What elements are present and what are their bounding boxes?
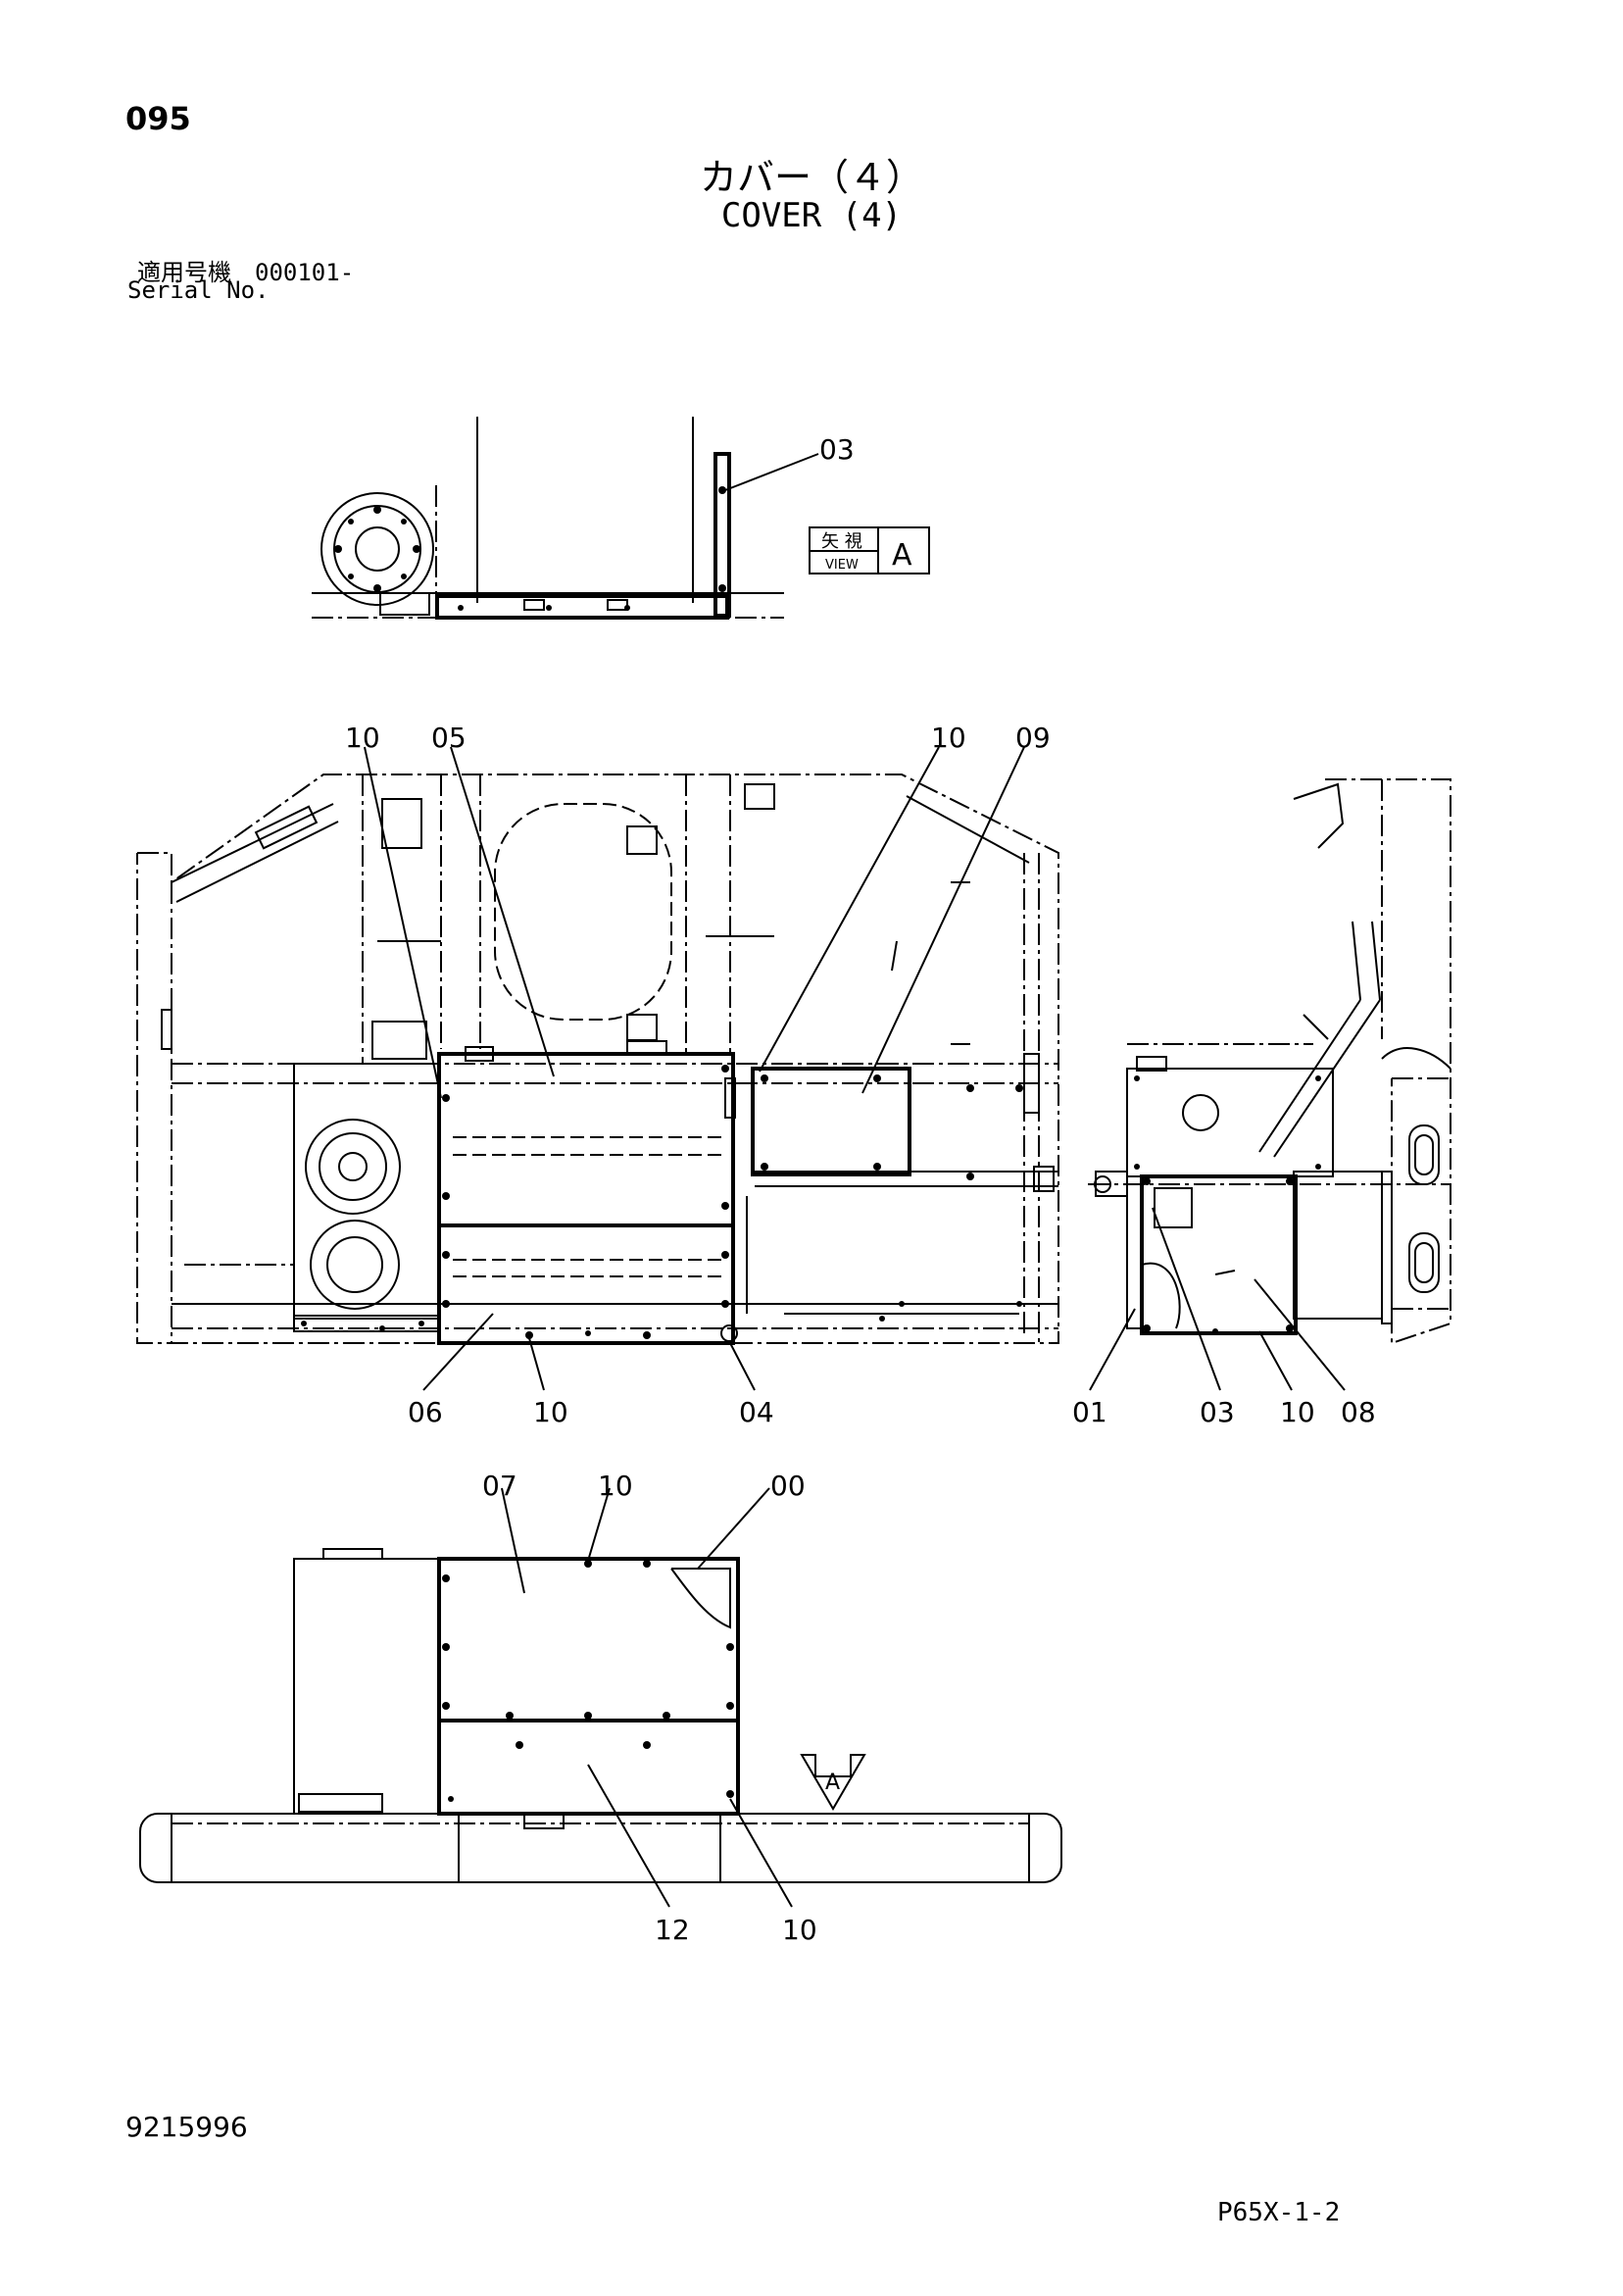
title-japanese: カバー（４）	[699, 156, 923, 199]
callout-00: 00	[770, 1470, 806, 1502]
callout-06: 06	[408, 1396, 443, 1428]
serial-label-english: Serial No.	[127, 276, 270, 304]
sheet-reference: P65X-1-2	[1217, 2198, 1341, 2227]
right-side-view-drawing	[1088, 778, 1451, 1391]
document-number: 9215996	[125, 2111, 248, 2143]
callout-04: 04	[739, 1396, 774, 1428]
callout-12: 12	[655, 1914, 690, 1946]
callout-10-main-b: 10	[931, 722, 966, 754]
page-number: 095	[125, 100, 191, 137]
view-label-letter: A	[892, 538, 912, 573]
main-side-view-drawing	[136, 746, 1059, 1391]
callout-09: 09	[1015, 722, 1051, 754]
callout-10-front-a: 10	[598, 1470, 633, 1502]
callout-01: 01	[1072, 1396, 1107, 1428]
view-label-ja: 矢 視	[821, 531, 862, 552]
title-english: COVER (4)	[720, 196, 903, 235]
callout-03-top: 03	[819, 433, 855, 466]
callout-07: 07	[482, 1470, 517, 1502]
callout-10-front-b: 10	[782, 1914, 817, 1946]
callout-05: 05	[431, 722, 467, 754]
view-arrow-letter: A	[825, 1771, 840, 1795]
view-a-label: 矢 視 VIEW A	[809, 526, 930, 574]
serial-label-japanese: 適用号機 000101-	[137, 259, 355, 286]
callout-10-main-c: 10	[533, 1396, 568, 1428]
view-label-en: VIEW	[825, 558, 859, 573]
top-view-drawing	[312, 417, 819, 620]
front-view-drawing: A	[139, 1487, 1062, 1908]
callout-10-side: 10	[1280, 1396, 1315, 1428]
callout-10-main-a: 10	[345, 722, 380, 754]
callout-03-side: 03	[1200, 1396, 1235, 1428]
callout-08: 08	[1341, 1396, 1376, 1428]
